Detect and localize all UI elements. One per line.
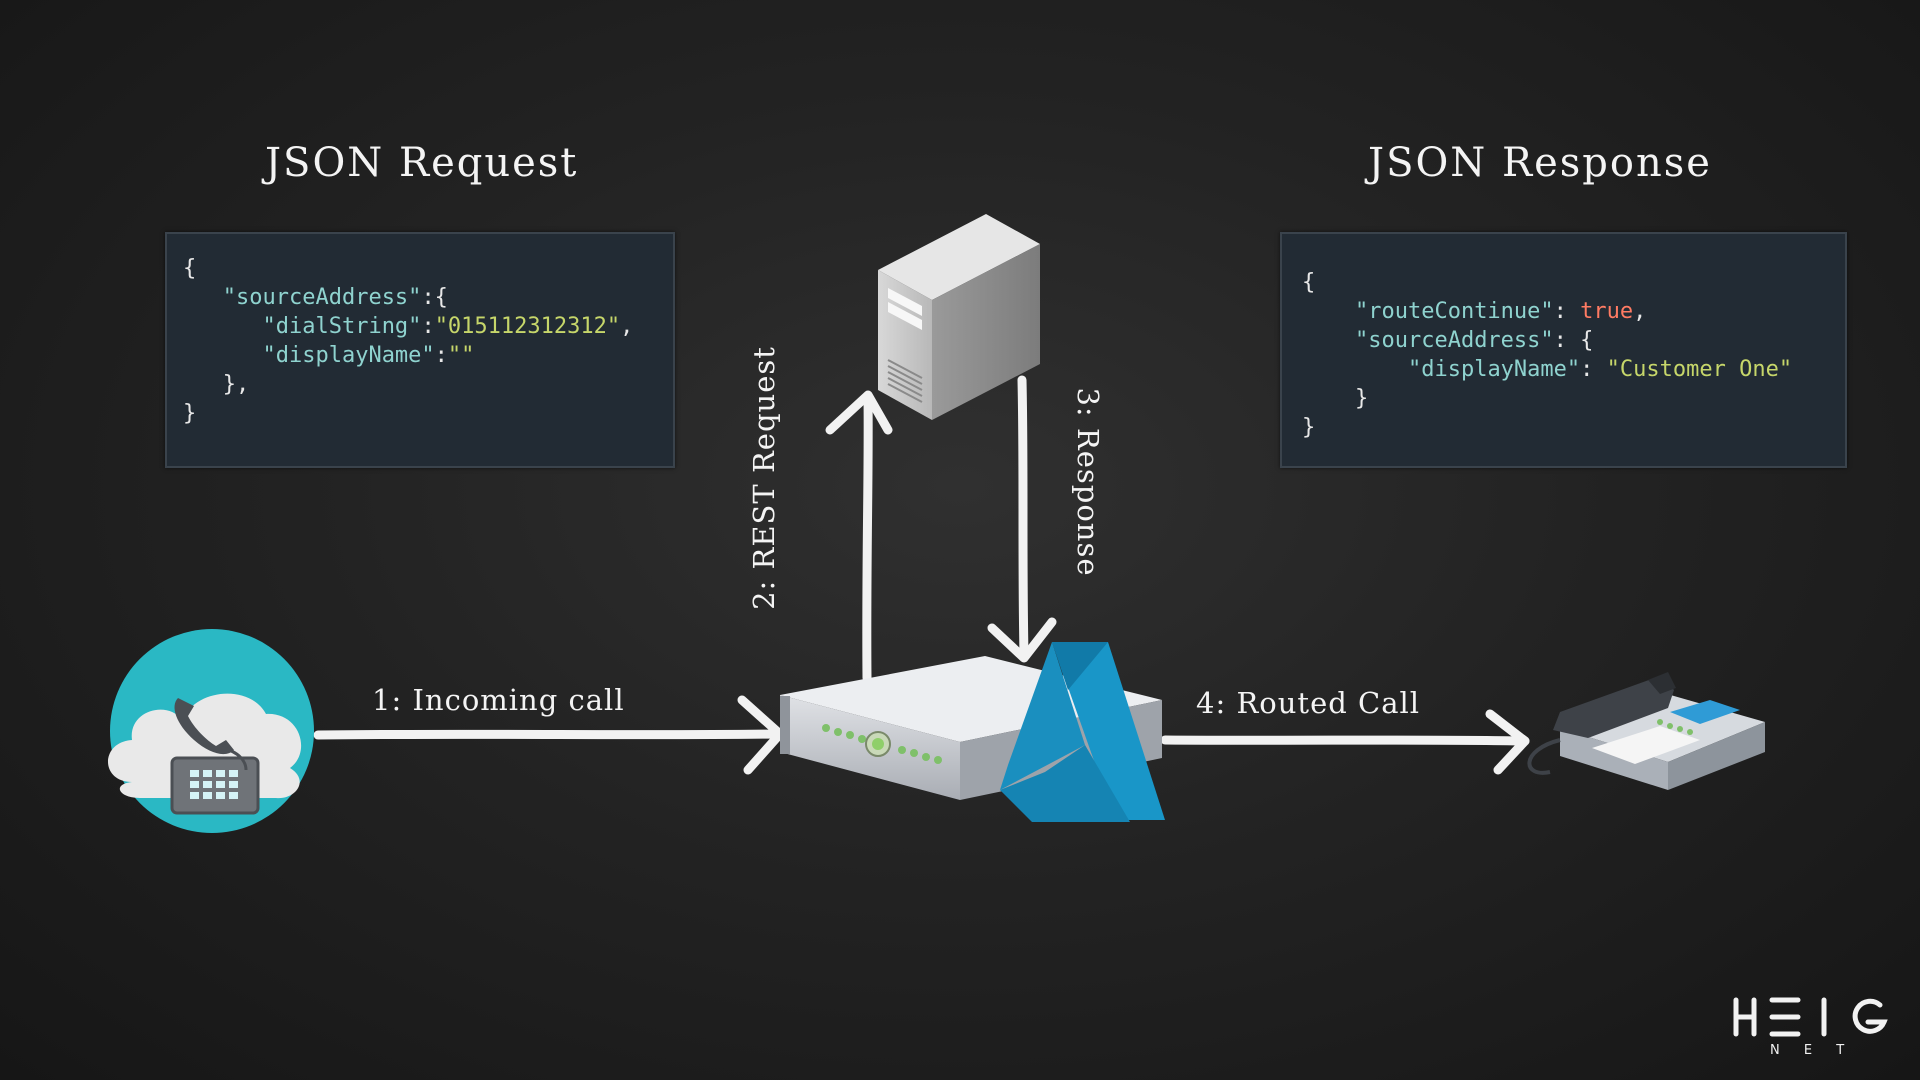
code-token: } [1302, 415, 1316, 440]
code-line: "routeContinue": true, [1302, 297, 1845, 326]
step4-label: 4: Routed Call [1196, 686, 1421, 720]
cloud-phone-icon [108, 629, 314, 833]
code-line: } [183, 399, 673, 428]
step1-label: 1: Incoming call [372, 683, 625, 717]
code-token: "sourceAddress" [1354, 328, 1554, 353]
server-tower-icon [878, 214, 1040, 420]
arrow-routed-call [1160, 709, 1530, 775]
code-token: "" [447, 343, 475, 368]
arrow-response [987, 375, 1057, 663]
code-token: , [1633, 299, 1647, 324]
code-line: "sourceAddress":{ [183, 283, 673, 312]
json-request-panel: { "sourceAddress":{ "dialString":"015112… [165, 232, 675, 468]
code-line: "displayName":"" [183, 341, 673, 370]
code-token: : [421, 314, 435, 339]
code-line: { [183, 254, 673, 283]
code-token: "Customer One" [1606, 357, 1793, 382]
code-line: } [1302, 413, 1845, 442]
arrow-rest-request [825, 390, 893, 683]
code-token: true [1580, 299, 1634, 324]
code-line: } [1302, 384, 1845, 413]
code-line: "dialString":"015112312312", [183, 312, 673, 341]
code-token: "displayName" [1407, 357, 1581, 382]
code-line: { [1302, 268, 1845, 297]
response-heading: JSON Response [1368, 140, 1712, 186]
request-heading: JSON Request [265, 140, 579, 186]
code-token: }, [183, 372, 250, 397]
code-line: "displayName": "Customer One" [1302, 355, 1845, 384]
code-line: "sourceAddress": { [1302, 326, 1845, 355]
code-token: : [1580, 357, 1607, 382]
code-token: : [434, 343, 448, 368]
azure-logo-icon [1000, 642, 1165, 822]
code-token: :{ [421, 285, 448, 310]
code-line: }, [183, 370, 673, 399]
code-token: "dialString" [262, 314, 422, 339]
code-token: "sourceAddress" [222, 285, 422, 310]
step3-label: 3: Response [1071, 387, 1105, 577]
code-token: "015112312312" [434, 314, 621, 339]
json-response-panel: { "routeContinue": true, "sourceAddress"… [1280, 232, 1847, 468]
code-token: } [183, 401, 197, 426]
logo-sub-text: N E T [1770, 1043, 1855, 1058]
code-token: { [1302, 270, 1316, 295]
code-token: { [183, 256, 197, 281]
code-token: "displayName" [262, 343, 435, 368]
code-token: : { [1553, 328, 1594, 353]
code-token: , [620, 314, 634, 339]
code-token: "routeContinue" [1354, 299, 1554, 324]
heig-logo [1733, 997, 1888, 1037]
code-token: : [1553, 299, 1581, 324]
code-token: } [1302, 386, 1369, 411]
step2-label: 2: REST Request [747, 346, 781, 610]
desk-phone-icon [1527, 672, 1765, 790]
